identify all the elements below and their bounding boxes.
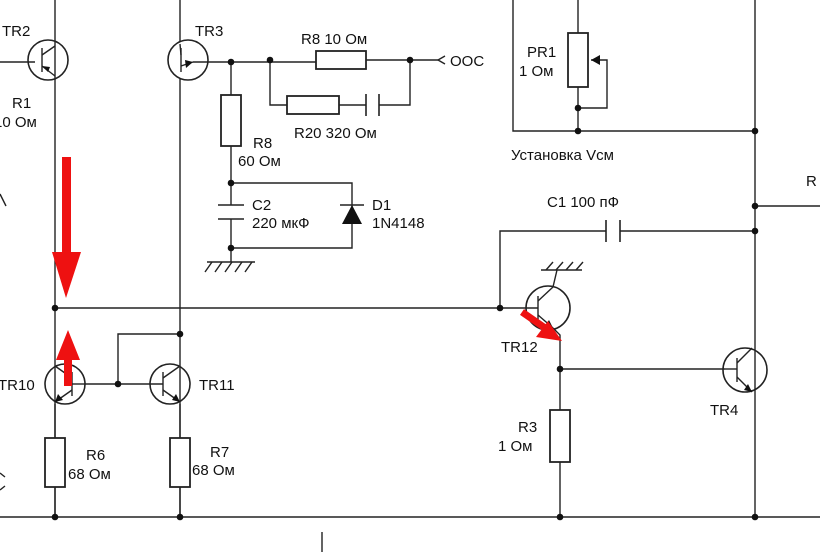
red-arrow-diagonal [520,309,562,341]
label-pr1-value: 1 Ом [519,63,554,80]
label-c2-name: C2 [252,197,271,214]
edge-fragment-mark [0,193,7,207]
label-r1-value: 10 Ом [0,114,37,131]
junction-dots [51,56,759,521]
r20-branch-wire [269,60,287,106]
junction-dot [574,127,582,135]
label-r7-name: R7 [210,444,229,461]
junction-dot [496,304,504,312]
label-r6-value: 68 Ом [68,466,111,483]
transistor-tr4 [722,347,768,393]
label-c1: C1 100 пФ [547,194,619,211]
resistor-r20 [286,95,340,115]
label-r3-name: R3 [518,419,537,436]
label-r1-name: R1 [12,95,31,112]
label-r20: R20 320 Ом [294,125,377,142]
red-arrow-down [52,157,81,298]
label-tr11: TR11 [199,377,235,394]
label-tr12: TR12 [501,339,538,356]
label-r8b-value: 60 Ом [238,153,281,170]
tr12-collector-wire [552,269,558,288]
junction-dot [556,365,564,373]
resistor-r6 [44,437,66,488]
junction-dot [751,202,759,210]
junction-dot [176,330,184,338]
label-vcm: Установка Vсм [511,147,614,164]
label-c2-value: 220 мкФ [252,215,309,232]
label-pr1-name: PR1 [527,44,556,61]
pr1-wiper-arrow [591,55,600,65]
junction-dot [51,304,59,312]
ooc-chevron-icon [436,55,446,65]
transistor-tr3 [167,39,209,81]
junction-dot [574,104,582,112]
transistor-tr2 [27,39,69,81]
resistor-r7 [169,437,191,488]
label-r8b-name: R8 [253,135,272,152]
junction-dot [751,127,759,135]
label-d1-name: D1 [372,197,391,214]
resistor-pr1 [567,32,589,88]
resistor-r3 [549,409,571,463]
junction-dot [556,513,564,521]
label-r8a: R8 10 Ом [301,31,367,48]
label-tr10: TR10 [0,377,35,394]
junction-dot [114,380,122,388]
capacitor-c1 [605,220,621,242]
junction-dot [51,513,59,521]
label-r7-value: 68 Ом [192,462,235,479]
junction-dot [751,227,759,235]
capacitor-c2 [218,204,244,220]
capacitor-r20-series [365,94,380,116]
label-ooc: ООС [450,53,484,70]
red-arrow-up [56,330,80,386]
label-r3-value: 1 Ом [498,438,533,455]
junction-dot [266,56,274,64]
junction-dot [227,58,235,66]
diode-d1 [340,204,364,224]
label-tr3: TR3 [195,23,223,40]
tr12-emitter-wire [552,327,561,410]
ground-symbol-c2 [204,261,255,273]
ground-symbol-tr12 [541,261,584,271]
label-tr4: TR4 [710,402,738,419]
c-to-node-wire [379,60,411,106]
label-edge-r: R [806,173,817,190]
transistor-tr11 [145,363,191,405]
label-tr2: TR2 [2,23,30,40]
label-d1-part: 1N4148 [372,215,425,232]
junction-dot [176,513,184,521]
edge-fragment-mark [0,472,6,491]
c1-left-wire [499,230,606,308]
junction-dot [227,244,235,252]
tr11-base-feedback-wire [117,333,180,384]
junction-dot [406,56,414,64]
junction-dot [227,179,235,187]
label-r6-name: R6 [86,447,105,464]
resistor-r8a [315,50,367,70]
junction-dot [751,513,759,521]
pr1-box [512,0,755,132]
resistor-r8b [220,94,242,147]
